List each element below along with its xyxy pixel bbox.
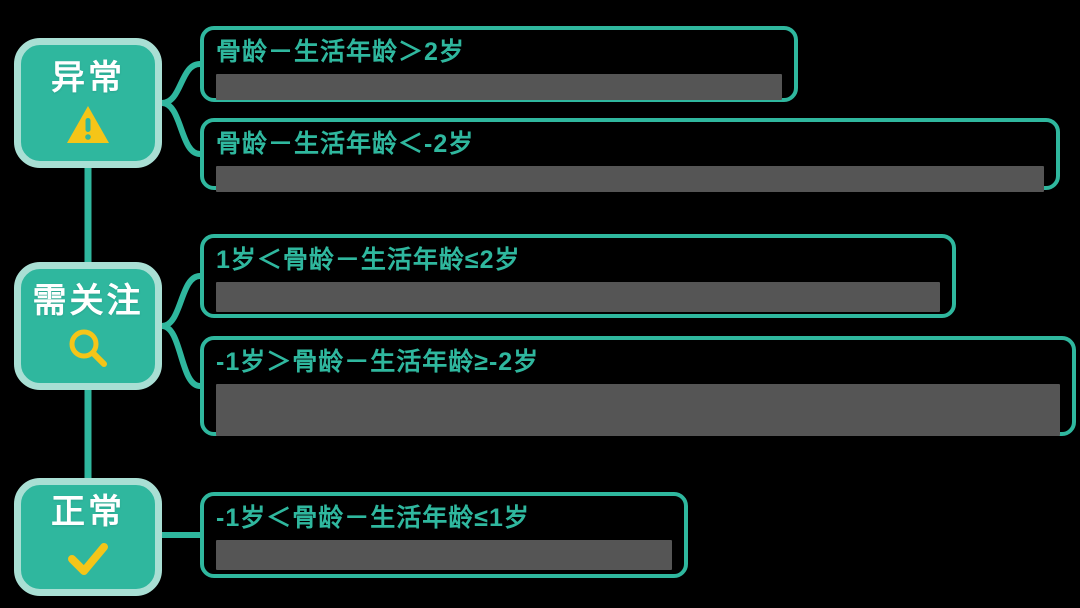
category-card-normal[interactable]: 正常 — [14, 478, 162, 596]
info-box-attention-advanced[interactable]: 1岁＜骨龄－生活年龄≤2岁 — [200, 234, 956, 318]
info-box-title: 骨龄－生活年龄＞2岁 — [216, 38, 465, 66]
check-mark-icon — [68, 542, 108, 575]
info-box-abnormal-delayed[interactable]: 骨龄－生活年龄＜-2岁 — [200, 118, 1060, 192]
category-card-attention[interactable]: 需关注 — [14, 262, 162, 390]
info-box-abnormal-advanced[interactable]: 骨龄－生活年龄＞2岁 — [200, 26, 798, 102]
info-box-attention-delayed[interactable]: -1岁＞骨龄－生活年龄≥-2岁 — [200, 336, 1076, 436]
info-box-body — [216, 165, 1044, 192]
warning-triangle-icon — [67, 105, 109, 143]
info-box-title: -1岁＞骨龄－生活年龄≥-2岁 — [216, 348, 540, 376]
branch-attention-box-4 — [159, 323, 203, 389]
category-card-abnormal[interactable]: 异常 — [14, 38, 162, 168]
category-label-normal: 正常 — [51, 492, 125, 531]
category-label-attention: 需关注 — [32, 281, 144, 320]
info-box-body — [216, 73, 782, 100]
category-label-abnormal: 异常 — [51, 58, 125, 97]
magnifier-icon — [69, 329, 107, 367]
info-box-title: 骨龄－生活年龄＜-2岁 — [216, 130, 475, 158]
branch-abnormal-box-1 — [159, 61, 203, 106]
info-box-title: -1岁＜骨龄－生活年龄≤1岁 — [216, 504, 530, 532]
info-box-title: 1岁＜骨龄－生活年龄≤2岁 — [216, 246, 521, 274]
branch-abnormal-box-2 — [159, 100, 203, 157]
branch-attention-box-3 — [159, 273, 203, 329]
info-box-body — [216, 281, 940, 312]
info-box-normal-range[interactable]: -1岁＜骨龄－生活年龄≤1岁 — [200, 492, 688, 578]
info-box-body — [216, 539, 672, 570]
info-box-body — [216, 383, 1060, 436]
